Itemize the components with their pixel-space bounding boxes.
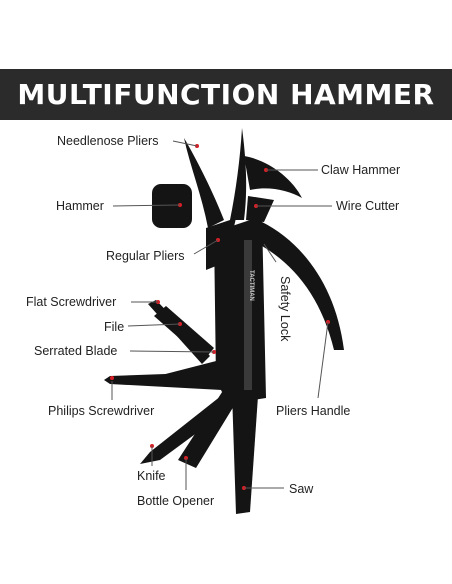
bottle-opener-blade	[178, 386, 240, 468]
leader-file	[127, 323, 181, 327]
page-title: MULTIFUNCTION HAMMER	[17, 78, 435, 111]
pliers-handle-arm	[262, 222, 344, 350]
leader-regular-pliers	[193, 239, 219, 255]
label-serrated-blade: Serrated Blade	[34, 344, 118, 358]
leader-pliers-handle	[317, 321, 329, 399]
leader-serrated-blade	[129, 350, 215, 353]
label-knife: Knife	[137, 469, 166, 483]
leader-hammer	[112, 204, 181, 207]
label-needlenose-pliers: Needlenose Pliers	[57, 134, 159, 148]
body-highlight	[244, 240, 252, 390]
needlenose-jaw-right	[230, 128, 247, 220]
leader-safety-lock	[263, 243, 277, 263]
label-regular-pliers: Regular Pliers	[106, 249, 185, 263]
label-pliers-handle: Pliers Handle	[276, 404, 351, 418]
label-file: File	[104, 320, 125, 334]
hammer-head	[152, 184, 192, 228]
multitool-illustration	[104, 128, 344, 514]
label-bottle-opener: Bottle Opener	[137, 494, 215, 508]
title-banner: MULTIFUNCTION HAMMER	[0, 69, 452, 120]
brand-text: TACTIMAN	[248, 270, 254, 301]
label-safety-lock: Safety Lock	[278, 276, 292, 342]
main-handle	[214, 216, 266, 404]
philips-screwdriver-bit	[104, 372, 222, 390]
flat-screwdriver-bit	[148, 300, 210, 364]
label-philips-screwdriver: Philips Screwdriver	[48, 404, 155, 418]
leader-needlenose-pliers	[172, 140, 198, 147]
regular-pliers-arm	[206, 218, 236, 270]
claw-hammer-head	[244, 156, 302, 198]
label-claw-hammer: Claw Hammer	[321, 163, 401, 177]
label-hammer: Hammer	[56, 199, 104, 213]
label-wire-cutter: Wire Cutter	[336, 199, 400, 213]
label-saw: Saw	[289, 482, 314, 496]
leader-lines	[111, 140, 332, 490]
label-flat-screwdriver: Flat Screwdriver	[26, 295, 117, 309]
saw-blade	[232, 392, 258, 514]
needlenose-jaw-left	[184, 138, 224, 228]
wire-cutter-jaw	[246, 196, 274, 222]
